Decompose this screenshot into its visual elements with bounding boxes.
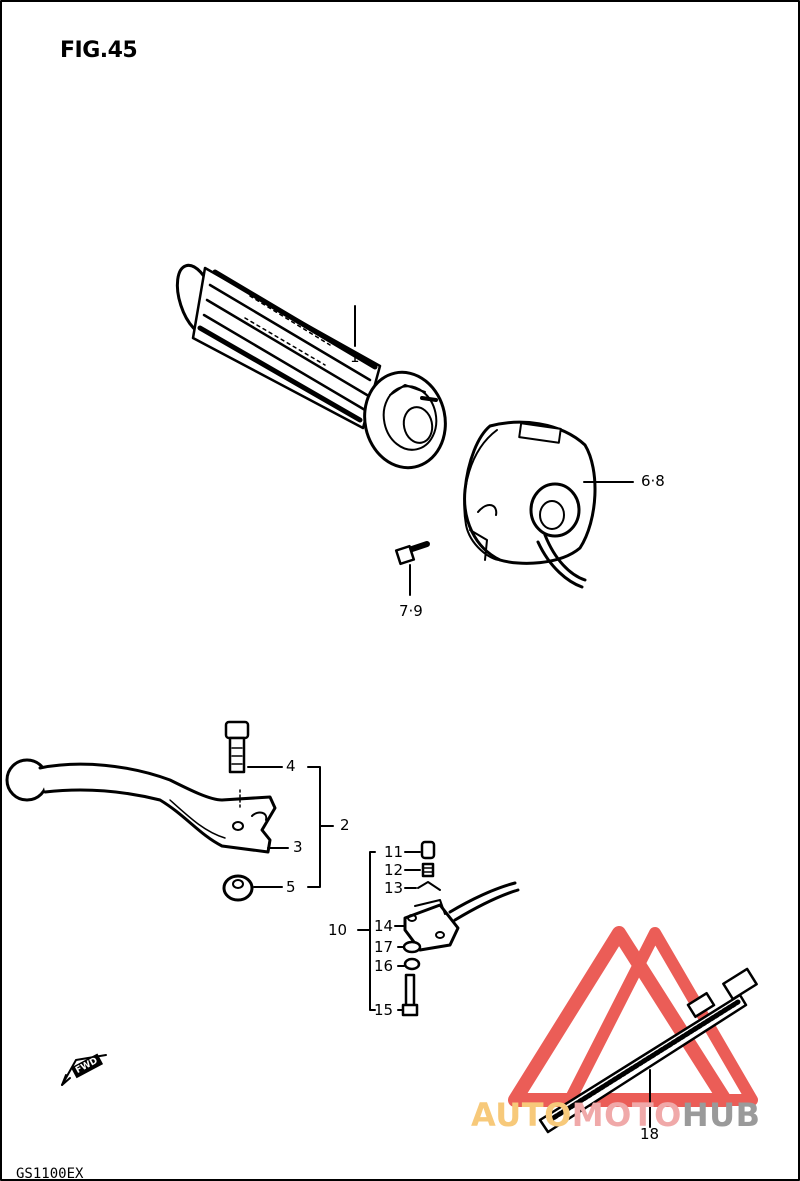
adjuster-assembly <box>357 840 520 1017</box>
watermark-moto: MOTO <box>571 1096 682 1134</box>
callout-6-8: 6·8 <box>641 472 665 490</box>
callout-18: 18 <box>640 1125 660 1143</box>
throttle-grip <box>175 263 447 470</box>
figure-title: FIG.45 <box>60 38 138 63</box>
watermark-auto: AUTO <box>471 1096 572 1134</box>
callout-15: 15 <box>374 1001 394 1019</box>
callout-5: 5 <box>286 878 296 896</box>
lever-assembly <box>5 720 334 902</box>
callout-7-9: 7·9 <box>399 602 423 620</box>
watermark-text: AUTOMOTOHUB <box>471 1096 761 1134</box>
callout-11: 11 <box>384 843 404 861</box>
callout-16: 16 <box>374 957 394 975</box>
cable-tie <box>538 967 758 1134</box>
model-code: GS1100EX <box>16 1166 84 1181</box>
throttle-housing <box>463 420 634 589</box>
callout-10: 10 <box>328 921 348 939</box>
callout-14: 14 <box>374 917 394 935</box>
callout-12: 12 <box>384 861 404 879</box>
housing-screw <box>394 541 430 596</box>
callout-13: 13 <box>384 879 404 897</box>
callout-3: 3 <box>293 838 303 856</box>
watermark-hub: HUB <box>681 1096 761 1134</box>
callout-2: 2 <box>340 816 350 834</box>
callout-1: 1 <box>350 348 360 366</box>
callout-17: 17 <box>374 938 394 956</box>
callout-4: 4 <box>286 757 296 775</box>
